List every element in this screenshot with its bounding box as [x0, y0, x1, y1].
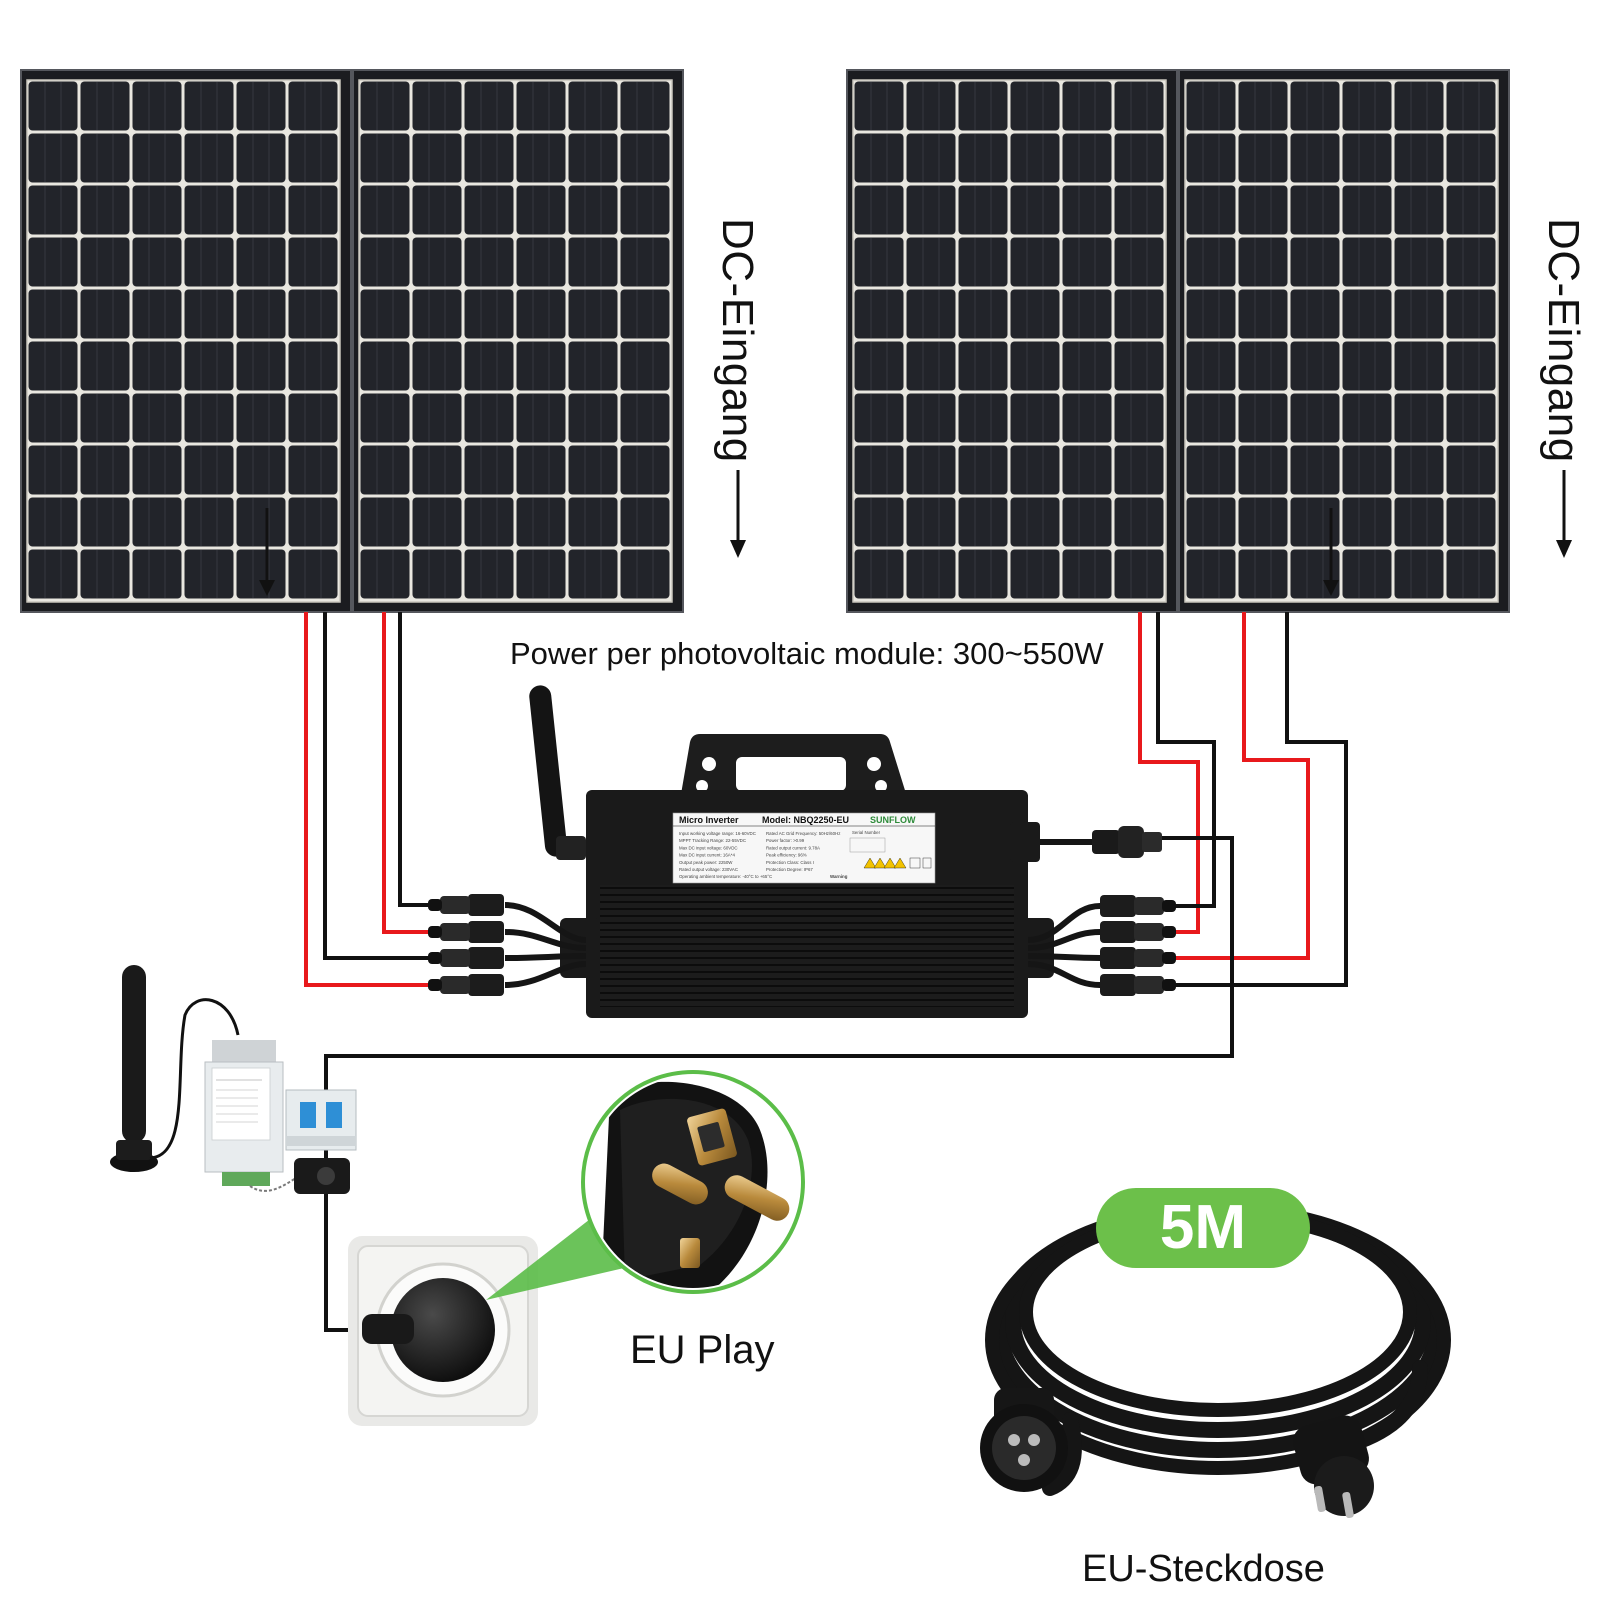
inverter-spec-line: Rated output voltage: 230VAC — [679, 867, 738, 872]
dc-wiring — [304, 612, 1348, 1332]
wire-panel3-negative — [1156, 612, 1216, 908]
mc4-connector — [1100, 947, 1176, 969]
current-clamp — [294, 1158, 350, 1194]
wire-panel2-positive — [382, 612, 428, 934]
inverter-spec-list-left: Input working voltage range: 16-60VDC MPP… — [679, 831, 772, 879]
inverter-warning: Warning — [830, 874, 848, 879]
mc4-connector — [1100, 974, 1176, 996]
wifi-antenna — [110, 965, 158, 1172]
solar-panel-4 — [1178, 69, 1510, 613]
wire-ac-output — [324, 836, 1234, 1332]
mc4-connector — [428, 921, 504, 943]
inverter-spec-line: Max DC input current: 16A*4 — [679, 853, 735, 858]
solar-panel-1 — [20, 69, 352, 613]
inverter-spec-line: Rated AC Grid Frequency: 50Hz/60Hz — [766, 831, 840, 836]
micro-inverter: Micro Inverter Model: NBQ2250-EU SUNFLOW… — [529, 685, 1054, 1018]
energy-meter — [204, 1040, 284, 1186]
plug-label: EU Play — [630, 1328, 775, 1372]
solar-panel-3 — [846, 69, 1178, 613]
inverter-antenna — [529, 685, 586, 860]
cable-socket-end — [980, 1388, 1068, 1492]
cable-length-badge: 5M — [1096, 1188, 1310, 1268]
dc-input-label-right: DC-Eingang — [1539, 218, 1588, 463]
mc4-connector — [428, 947, 504, 969]
inverter-dc-cables — [504, 839, 1101, 988]
inverter-spec-line: Operating ambient temperature: -40°C to … — [679, 874, 772, 879]
wire-panel1-positive — [304, 612, 428, 987]
dc-input-label-left: DC-Eingang — [713, 218, 762, 463]
plug-closeup — [581, 1070, 805, 1294]
inverter-title: Micro Inverter — [679, 815, 739, 825]
inverter-spec-line: Rated output current: 9.78A — [766, 845, 820, 850]
circuit-breaker — [285, 1089, 357, 1151]
inverter-warning-icons — [863, 857, 932, 869]
mc4-connector — [1100, 921, 1176, 943]
inverter-label-plate — [672, 812, 936, 884]
inverter-spec-line: Protection Class: Class I — [766, 860, 814, 865]
inverter-spec-line: Output peak power: 2250W — [679, 860, 733, 865]
inverter-spec-line: Peak efficiency: 96% — [766, 853, 807, 858]
wall-socket — [348, 1236, 538, 1426]
solar-panel-2 — [352, 69, 684, 613]
inverter-spec-line: Protection Degree: IP67 — [766, 867, 813, 872]
wire-panel1-negative — [323, 612, 428, 960]
inverter-spec-line: MPPT Tracking Range: 22-55VDC — [679, 838, 746, 843]
dc-input-arrow-left — [730, 470, 746, 558]
wire-panel4-positive — [1170, 612, 1310, 960]
mc4-connector — [1100, 895, 1176, 917]
mc4-connector — [428, 894, 504, 916]
inverter-spec-line: Power factor: >0.99 — [766, 838, 805, 843]
wire-panel2-negative — [398, 612, 432, 907]
dc-input-arrow-right — [1556, 470, 1572, 558]
panel-flow-arrow-right — [1323, 508, 1339, 596]
ac-output-connector — [1092, 826, 1162, 858]
inverter-model: Model: NBQ2250-EU — [762, 815, 849, 825]
module-power-label: Power per photovoltaic module: 300~550W — [510, 636, 1104, 671]
cable-label: EU-Steckdose — [1082, 1548, 1325, 1590]
inverter-spec-line: Input working voltage range: 16-60VDC — [679, 831, 756, 836]
panel-flow-arrow-left — [259, 508, 275, 596]
mc4-connectors-right — [1100, 895, 1176, 996]
inverter-brand: SUNFLOW — [870, 815, 916, 825]
mc4-connector — [428, 974, 504, 996]
inverter-spec-list-right: Rated AC Grid Frequency: 50Hz/60HzPower … — [766, 831, 840, 872]
mc4-connectors-left — [428, 894, 504, 996]
cable-schuko-plug — [1293, 1415, 1374, 1519]
wire-panel3-positive — [1138, 612, 1200, 934]
inverter-serial-label: Serial Number — [852, 830, 881, 835]
inverter-spec-line: Max DC input voltage: 60VDC — [679, 845, 738, 850]
antenna-cable — [149, 998, 240, 1160]
wire-panel4-negative — [1150, 612, 1348, 987]
